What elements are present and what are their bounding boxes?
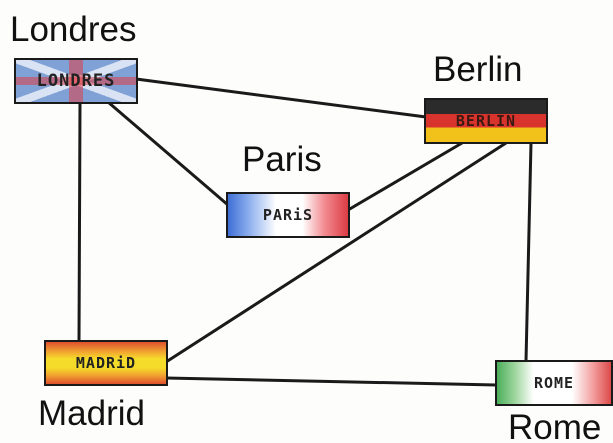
edge-madrid-berlin xyxy=(164,141,508,364)
city-name-londres: Londres xyxy=(10,10,137,49)
edge-londres-paris xyxy=(106,100,230,207)
flag-label-londres: LONDRES xyxy=(36,71,116,91)
flag-berlin: BERLIN xyxy=(424,98,548,144)
edge-londres-madrid xyxy=(77,101,82,343)
city-name-berlin: Berlin xyxy=(433,50,523,89)
flag-label-paris: PARiS xyxy=(262,206,314,224)
flag-paris: PARiS xyxy=(226,192,350,238)
flag-rome: ROME xyxy=(495,360,613,406)
flag-label-madrid: MADRiD xyxy=(75,354,137,372)
flag-londres: LONDRES xyxy=(14,58,138,104)
edge-paris-berlin xyxy=(346,141,464,212)
edge-madrid-rome xyxy=(164,376,498,387)
city-name-rome: Rome xyxy=(508,408,602,443)
flag-label-berlin: BERLIN xyxy=(455,112,517,130)
city-name-paris: Paris xyxy=(242,140,322,179)
edge-londres-berlin xyxy=(134,77,428,119)
edge-berlin-rome xyxy=(524,141,533,363)
flag-label-rome: ROME xyxy=(533,374,575,392)
city-name-madrid: Madrid xyxy=(38,394,145,433)
flag-madrid: MADRiD xyxy=(44,340,168,386)
